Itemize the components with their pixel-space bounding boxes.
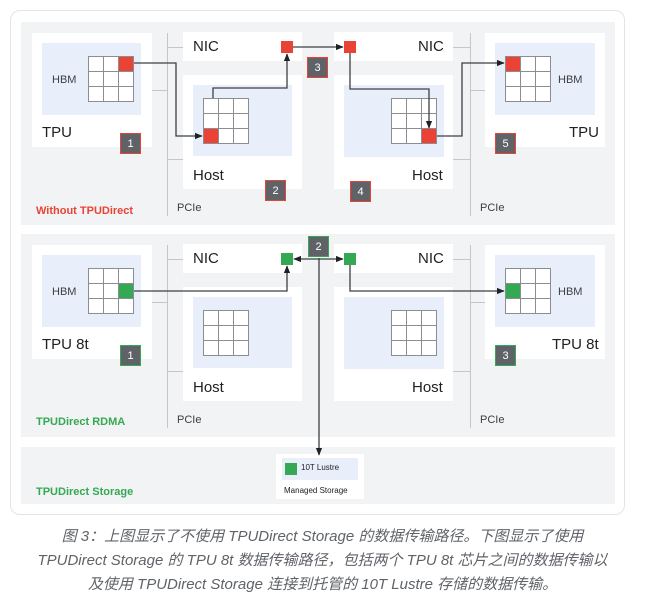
- step-badge: 3: [495, 345, 516, 366]
- pcie-tap: [453, 259, 470, 260]
- host-grid: [203, 98, 249, 144]
- managed-storage-label: Managed Storage: [284, 486, 348, 495]
- pcie-tap: [453, 47, 470, 48]
- nic-data-block: [281, 253, 293, 265]
- pcie-bus-right: [470, 33, 471, 216]
- host-label: Host: [412, 167, 443, 184]
- hbm-label: HBM: [52, 286, 77, 298]
- pcie-tap: [453, 159, 470, 160]
- hbm-grid: [88, 56, 134, 102]
- step-badge: 4: [350, 181, 371, 202]
- hbm-grid: [505, 56, 551, 102]
- host-label: Host: [193, 167, 224, 184]
- hbm-label: HBM: [558, 286, 583, 298]
- caption-line: TPUDirect Storage 的 TPU 8t 数据传输路径，包括两个 T…: [37, 552, 608, 569]
- hbm-grid: [88, 268, 134, 314]
- data-block: [119, 57, 134, 72]
- host-label: Host: [193, 379, 224, 396]
- lustre-label: 10T Lustre: [301, 463, 340, 472]
- nic-label: NIC: [193, 250, 219, 267]
- data-block: [204, 129, 219, 144]
- nic-data-block: [344, 253, 356, 265]
- step-badge: 1: [120, 345, 141, 366]
- section-label: TPUDirect RDMA: [36, 416, 126, 428]
- tpu-label: TPU 8t: [552, 336, 599, 353]
- step-badge: 2: [308, 236, 329, 257]
- pcie-tap: [167, 371, 183, 372]
- pcie-tap: [167, 47, 183, 48]
- pcie-label: PCIe: [480, 202, 505, 214]
- hbm-label: HBM: [558, 74, 583, 86]
- pcie-tap: [167, 259, 183, 260]
- step-badge: 1: [120, 133, 141, 154]
- pcie-tap: [453, 371, 470, 372]
- step-badge: 3: [307, 57, 328, 78]
- pcie-bus-right: [470, 245, 471, 428]
- tpu-label: TPU: [42, 124, 72, 141]
- pcie-label: PCIe: [177, 414, 202, 426]
- step-badge: 5: [495, 133, 516, 154]
- pcie-tap: [470, 90, 485, 91]
- host-grid: [391, 310, 437, 356]
- nic-label: NIC: [193, 38, 219, 55]
- data-block: [506, 57, 521, 72]
- tpu-label: TPU: [569, 124, 599, 141]
- pcie-label: PCIe: [480, 414, 505, 426]
- nic-data-block: [281, 41, 293, 53]
- pcie-tap: [167, 159, 183, 160]
- host-grid: [203, 310, 249, 356]
- caption-line: 及使用 TPUDirect Storage 连接到托管的 10T Lustre …: [87, 576, 558, 593]
- section-label: TPUDirect Storage: [36, 486, 134, 498]
- pcie-bus-left: [167, 33, 168, 216]
- pcie-tap: [152, 302, 167, 303]
- pcie-tap: [470, 302, 485, 303]
- hbm-label: HBM: [52, 74, 77, 86]
- data-block: [422, 129, 437, 144]
- section-label: Without TPUDirect: [36, 205, 134, 217]
- data-block: [119, 284, 134, 299]
- lustre-data-block: [285, 463, 297, 475]
- host-label: Host: [412, 379, 443, 396]
- tpu-label: TPU 8t: [42, 336, 89, 353]
- pcie-bus-left: [167, 245, 168, 428]
- nic-label: NIC: [418, 38, 444, 55]
- caption-line: 图 3：上图显示了不使用 TPUDirect Storage 的数据传输路径。下…: [61, 528, 584, 545]
- lustre-storage: [282, 458, 358, 480]
- nic-label: NIC: [418, 250, 444, 267]
- nic-data-block: [344, 41, 356, 53]
- host-grid: [391, 98, 437, 144]
- step-badge: 2: [265, 180, 286, 201]
- figure-caption: 图 3：上图显示了不使用 TPUDirect Storage 的数据传输路径。下…: [0, 525, 645, 597]
- pcie-label: PCIe: [177, 202, 202, 214]
- data-block: [506, 284, 521, 299]
- pcie-tap: [152, 90, 167, 91]
- hbm-grid: [505, 268, 551, 314]
